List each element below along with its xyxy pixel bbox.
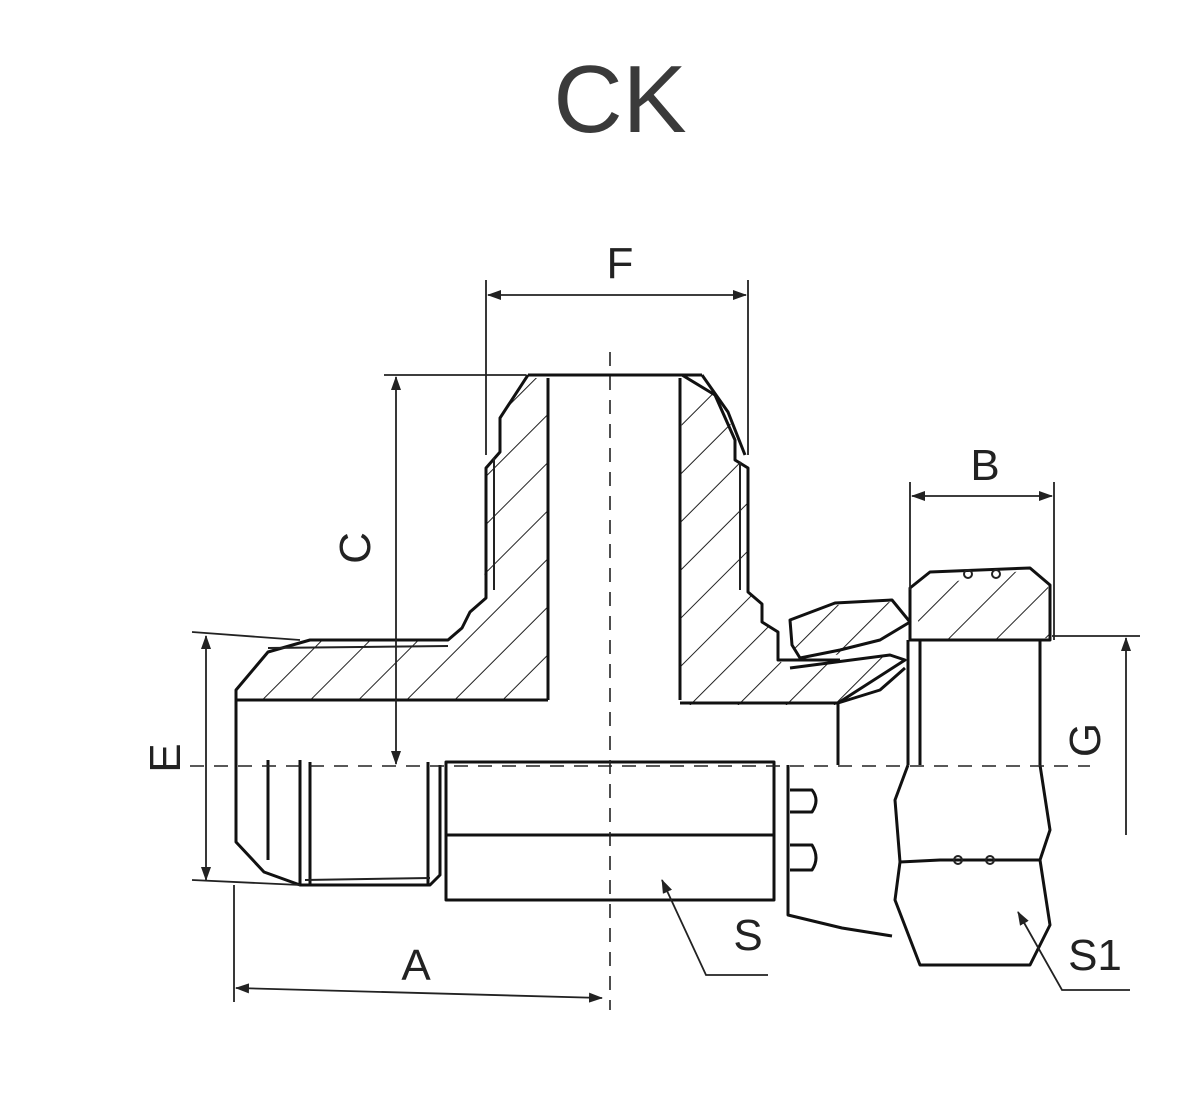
dim-label-B: B (970, 441, 999, 490)
swivel-connector (786, 598, 912, 938)
dim-label-S: S (733, 911, 762, 960)
drawing-title: CK (553, 46, 686, 153)
dimension-A (233, 885, 603, 1003)
fitting-body-outline (234, 373, 907, 765)
dimension-E (191, 631, 301, 886)
center-lines (190, 352, 1090, 1010)
dim-label-E: E (141, 743, 190, 772)
dim-label-F: F (607, 239, 634, 288)
dimension-G (1052, 635, 1140, 835)
hex-body (444, 760, 776, 902)
dimension-C (384, 374, 526, 765)
dim-label-C: C (331, 532, 380, 564)
dim-label-G: G (1061, 723, 1110, 757)
dim-label-S1: S1 (1068, 931, 1122, 980)
dim-label-A: A (401, 941, 431, 990)
left-male-end (234, 760, 442, 887)
swivel-nut (893, 566, 1052, 967)
leader-S (661, 879, 768, 976)
dimension-B (909, 482, 1055, 640)
leader-S1 (1017, 911, 1130, 991)
dimension-F (485, 280, 749, 455)
